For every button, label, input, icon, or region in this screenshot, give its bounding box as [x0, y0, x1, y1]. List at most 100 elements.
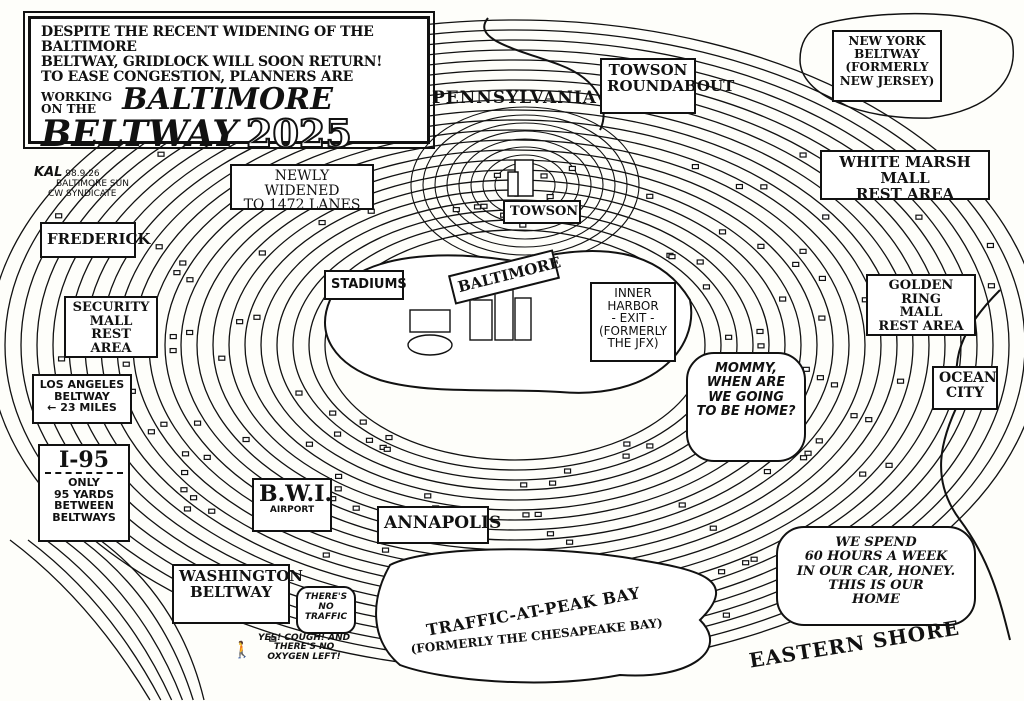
- beltway-lane: [196, 149, 834, 541]
- speech-cough: YES! COUGH! AND THERE'S NO OXYGEN LEFT!: [258, 633, 351, 662]
- car: [546, 531, 555, 537]
- car: [987, 283, 996, 289]
- label-line: HARBOR: [607, 298, 659, 313]
- car: [859, 471, 867, 477]
- artist-signature: KAL 98.9.26 BALTIMORE SUN CW SYNDICATE: [34, 166, 129, 199]
- car: [253, 314, 261, 320]
- car: [830, 382, 839, 388]
- title-working: WORKING: [41, 90, 113, 104]
- car: [352, 505, 360, 511]
- label-line: 95 YARDS: [53, 487, 115, 501]
- washington-beltway-rings: [9, 539, 205, 701]
- label-bwi-airport: B.W.I. AIRPORT: [252, 478, 332, 532]
- label-pennsylvania: PENNSYLVANIA: [432, 88, 597, 108]
- label-new-york-beltway: NEW YORK BELTWAY (FORMERLY NEW JERSEY): [832, 30, 942, 102]
- towson-lane: [446, 130, 604, 240]
- label-towson: TOWSON: [503, 200, 581, 224]
- bwi-subtitle: AIRPORT: [269, 505, 315, 516]
- car: [329, 410, 337, 416]
- stick-figures-icon: 🚶: [232, 640, 252, 659]
- car: [822, 214, 830, 220]
- car: [520, 482, 528, 488]
- car: [742, 560, 750, 566]
- new-york-beltway-loop: [799, 12, 1014, 119]
- car: [623, 441, 631, 447]
- title-headline-baltimore: BALTIMORE: [122, 82, 333, 117]
- car: [678, 502, 686, 508]
- label-line: BELTWAY: [189, 582, 273, 601]
- car: [122, 361, 130, 367]
- label-line: TO 1472 LANES: [243, 197, 361, 214]
- car: [986, 242, 995, 249]
- speech-line: MOMMY,: [714, 361, 778, 376]
- speech-line: WHEN ARE: [706, 375, 786, 391]
- car: [646, 443, 654, 449]
- label-towson-roundabout: TOWSON ROUNDABOUT: [600, 58, 735, 114]
- speech-line: IN OUR CAR, HONEY.: [796, 563, 956, 579]
- car: [915, 214, 923, 220]
- car: [756, 328, 764, 335]
- speech-line: TRAFFIC: [304, 611, 348, 622]
- car: [735, 183, 744, 190]
- car: [181, 451, 190, 457]
- car: [799, 248, 807, 254]
- car: [763, 468, 772, 475]
- title-headline-year: 2025: [245, 111, 353, 156]
- car: [203, 454, 211, 460]
- label-washington-beltway: WASHINGTON BELTWAY: [172, 564, 303, 624]
- label-newly-widened: NEWLY WIDENED TO 1472 LANES: [230, 164, 374, 214]
- car: [865, 417, 873, 423]
- car: [850, 413, 858, 419]
- speech-line: WE GOING: [708, 389, 784, 405]
- eastern-coastline: [940, 289, 1011, 641]
- label-line: REST AREA: [878, 318, 964, 334]
- label-golden-ring-mall: GOLDEN RING MALL REST AREA: [866, 274, 976, 336]
- car: [305, 441, 314, 447]
- car: [480, 203, 488, 209]
- car: [169, 333, 177, 340]
- car: [709, 525, 717, 531]
- car: [365, 437, 374, 443]
- car: [722, 612, 730, 618]
- label-white-marsh-mall: WHITE MARSH MALL REST AREA: [820, 150, 990, 203]
- car: [717, 569, 726, 575]
- label-inner-harbor-exit: INNER HARBOR - EXIT - (FORMERLY THE JFX): [590, 282, 676, 362]
- car: [189, 495, 198, 501]
- car: [183, 506, 192, 512]
- speech-line: OXYGEN LEFT!: [267, 651, 341, 662]
- speech-line: THERE'S: [304, 592, 348, 602]
- speech-line: YES! COUGH! AND: [258, 633, 351, 643]
- car: [169, 347, 177, 354]
- label-line: LOS ANGELES: [39, 378, 125, 391]
- speech-line: HOME: [852, 592, 900, 608]
- label-frederick: FREDERICK: [40, 222, 150, 258]
- car: [473, 204, 482, 210]
- label-line: BELTWAY: [54, 389, 110, 403]
- label-line: (FORMERLY: [845, 60, 929, 75]
- car: [258, 250, 266, 256]
- car: [269, 636, 277, 642]
- title-box: DESPITE THE RECENT WIDENING OF THE BALTI…: [23, 11, 435, 154]
- car: [359, 419, 367, 425]
- label-line: ROUNDABOUT: [607, 76, 735, 95]
- car: [534, 511, 542, 518]
- car: [885, 462, 893, 468]
- car: [236, 319, 244, 325]
- speech-no-traffic: THERE'S NO TRAFFIC: [296, 586, 356, 634]
- speech-line: THERE'S NO: [273, 642, 335, 653]
- i95-note: ONLY 95 YARDS BETWEEN BELTWAYS: [45, 477, 123, 523]
- car: [242, 436, 250, 443]
- label-line: REST AREA: [855, 184, 955, 203]
- car: [186, 329, 194, 336]
- label-line: (FORMERLY: [598, 323, 668, 338]
- car: [334, 486, 342, 492]
- car: [381, 547, 390, 553]
- label-line: CITY: [945, 384, 985, 401]
- label-line: - EXIT -: [611, 311, 655, 326]
- car: [799, 152, 807, 158]
- car: [799, 455, 808, 461]
- dc-lane: [27, 539, 162, 701]
- car: [147, 429, 155, 435]
- bwi-title: B.W.I.: [259, 481, 333, 507]
- label-line: NEW JERSEY): [839, 73, 935, 88]
